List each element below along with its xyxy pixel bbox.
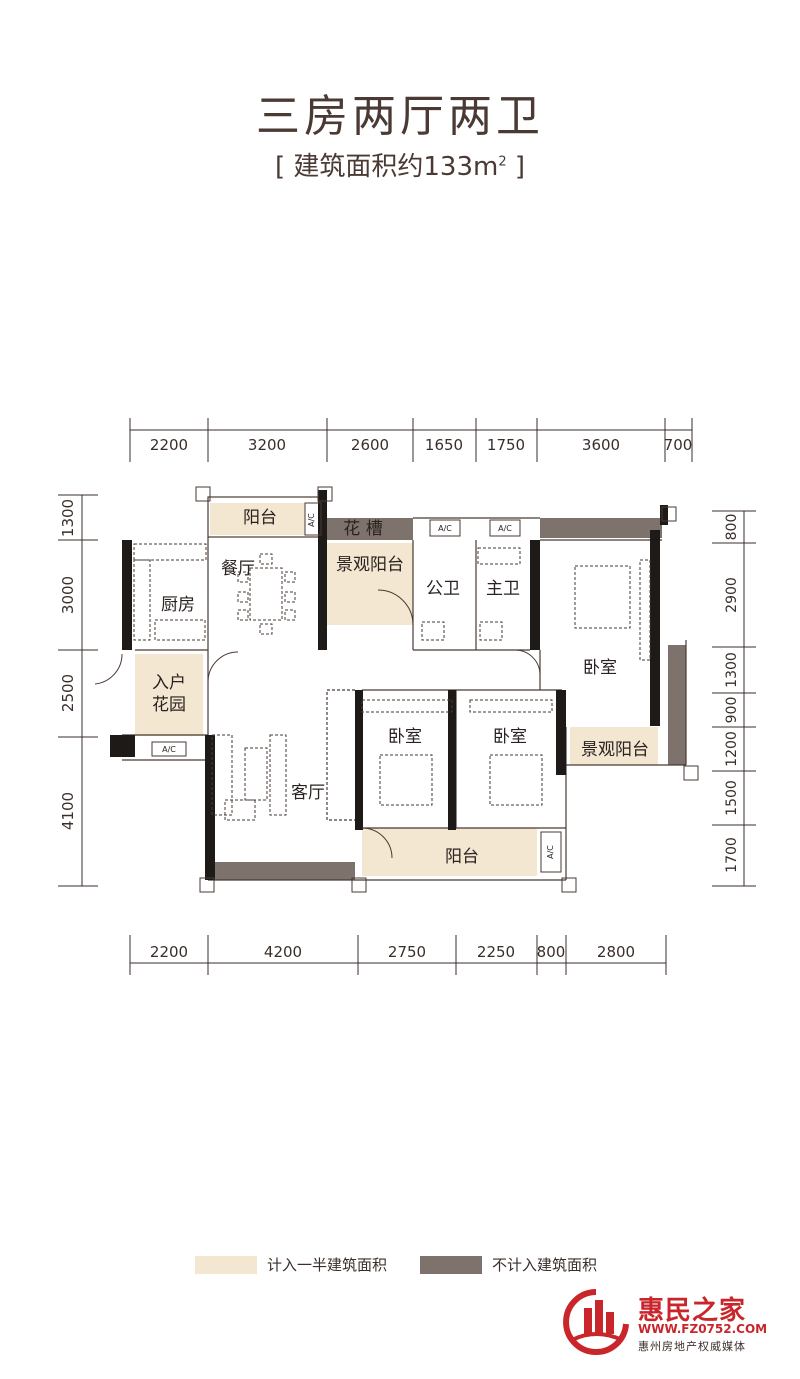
left-dim-3: 2500: [59, 674, 77, 712]
legend-half-area-label: 计入一半建筑面积: [267, 1256, 388, 1274]
right-dim-6: 1500: [724, 780, 740, 816]
ac-unit-5: [540, 831, 562, 873]
room-label-bedroom-3: 卧室: [493, 727, 527, 747]
room-label-public-bath: 公卫: [426, 579, 460, 599]
top-dim-5: 1750: [487, 436, 525, 454]
ac-label-5: A/C: [546, 845, 555, 859]
brand-logo-url[interactable]: WWW.FZ0752.COM: [638, 1322, 768, 1336]
ac-units: A/C A/C A/C A/C A/C: [151, 502, 562, 873]
furniture: [133, 543, 651, 821]
room-label-master-bath: 主卫: [486, 579, 520, 599]
bottom-dimension-line: [129, 935, 667, 975]
ac-label-4: A/C: [162, 745, 176, 754]
room-label-entry-garden-line-2: 花园: [152, 695, 186, 715]
legend-excluded-area: 不计入建筑面积: [420, 1254, 597, 1275]
room-label-dining: 餐厅: [221, 559, 255, 579]
room-label-entry-garden-line-1: 入户: [152, 673, 186, 693]
column-markers: [195, 486, 699, 893]
top-dim-2: 3200: [248, 436, 286, 454]
room-label-master-bedroom: 卧室: [583, 658, 617, 678]
area-unit-superscript: 2: [498, 154, 507, 170]
bottom-dim-2: 4200: [264, 943, 302, 961]
ac-unit-2: [429, 519, 461, 537]
plan-title: 三房两厅两卫: [256, 91, 544, 142]
room-label-balcony-bottom: 阳台: [445, 847, 479, 867]
legend-half-area-swatch: [195, 1255, 257, 1274]
top-dim-7: 700: [664, 436, 693, 454]
brand-logo-tagline: 惠州房地产权威媒体: [638, 1340, 746, 1353]
bottom-dim-6: 2800: [597, 943, 635, 961]
right-dim-3: 1300: [724, 652, 740, 688]
bottom-dim-3: 2750: [388, 943, 426, 961]
bottom-dim-4: 2250: [477, 943, 515, 961]
area-subtitle-prefix: [ 建筑面积约133m: [274, 152, 499, 182]
ac-unit-3: [489, 519, 521, 537]
half-area-fills: [135, 503, 658, 876]
room-label-living: 客厅: [291, 783, 325, 803]
bottom-dim-5: 800: [537, 943, 566, 961]
ac-label-3: A/C: [498, 524, 512, 533]
brand-logo: 惠民之家 WWW.FZ0752.COM 惠州房地产权威媒体: [560, 1288, 790, 1358]
room-label-bedroom-2: 卧室: [388, 727, 422, 747]
top-dim-6: 3600: [582, 436, 620, 454]
legend-half-area: 计入一半建筑面积: [195, 1254, 387, 1275]
ac-unit-4: [151, 741, 187, 757]
right-dim-1: 800: [724, 514, 740, 541]
ac-label-1: A/C: [307, 513, 316, 527]
room-label-kitchen: 厨房: [161, 595, 195, 615]
door-swings: [94, 589, 541, 859]
room-label-view-balcony-2: 景观阳台: [581, 740, 649, 760]
brand-logo-name: 惠民之家: [638, 1296, 747, 1326]
right-dim-7: 1700: [724, 837, 740, 873]
left-dim-1: 1300: [59, 499, 77, 537]
top-dimension-line: [129, 418, 693, 462]
brand-logo-icon: [563, 1289, 629, 1355]
ac-label-2: A/C: [438, 524, 452, 533]
thick-walls: [110, 490, 668, 880]
left-dim-4: 4100: [59, 792, 77, 830]
bottom-dim-1: 2200: [150, 943, 188, 961]
top-dim-3: 2600: [351, 436, 389, 454]
right-dim-4: 900: [724, 697, 740, 724]
legend-excluded-label: 不计入建筑面积: [492, 1256, 598, 1274]
ac-unit-1: [304, 502, 322, 536]
left-dim-2: 3000: [59, 576, 77, 614]
right-dim-2: 2900: [724, 577, 740, 613]
area-subtitle-suffix: ]: [506, 152, 526, 182]
excluded-area-fills: [215, 518, 686, 880]
legend-excluded-swatch: [420, 1255, 482, 1274]
room-label-view-balcony-1: 景观阳台: [336, 555, 404, 575]
top-dim-1: 2200: [150, 436, 188, 454]
room-label-planter: 花 槽: [343, 519, 382, 539]
room-label-balcony-top: 阳台: [243, 508, 277, 528]
right-dim-5: 1200: [724, 731, 740, 767]
right-dimension-line: [712, 510, 756, 887]
left-dimension-line: [58, 494, 98, 887]
area-subtitle: [ 建筑面积约133m2 ]: [0, 146, 800, 183]
top-dim-4: 1650: [425, 436, 463, 454]
